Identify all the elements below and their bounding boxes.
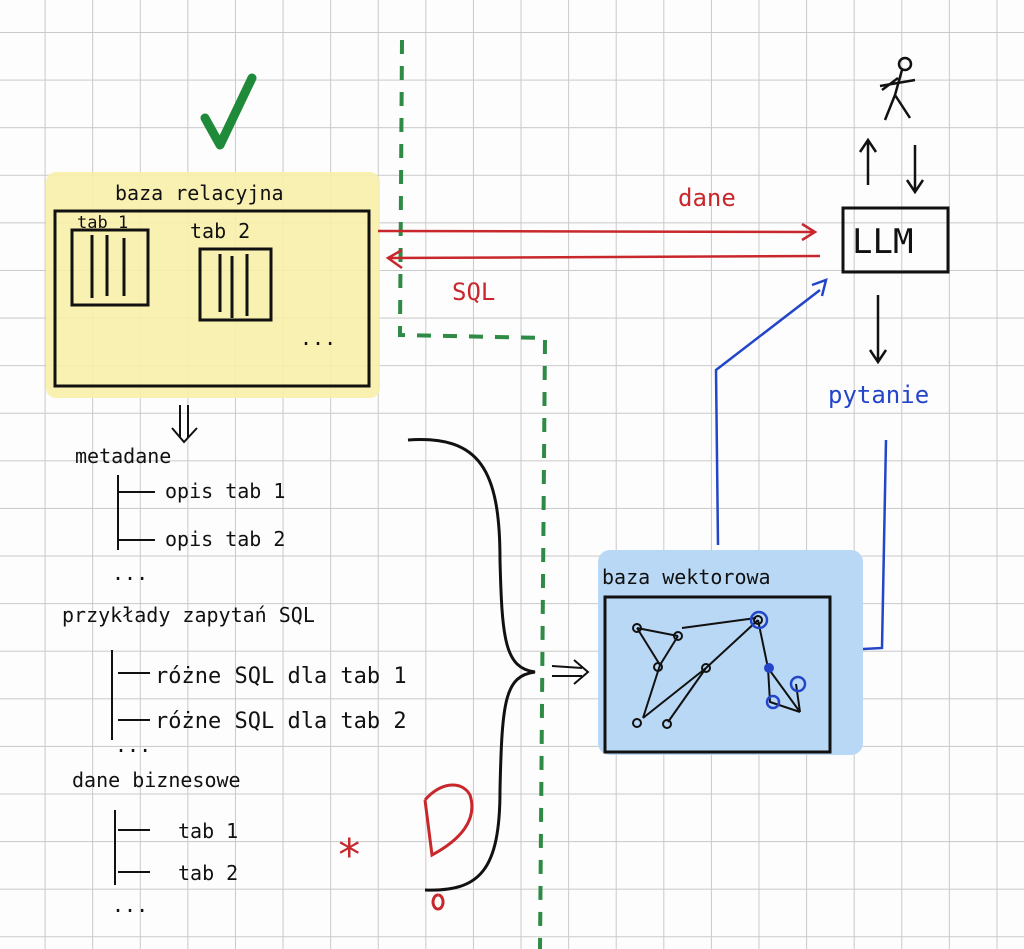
relational-database: baza relacyjna tab 1 tab 2 ... bbox=[46, 172, 380, 398]
data-arrow bbox=[377, 222, 818, 242]
boundary-dashed-line bbox=[397, 39, 548, 949]
table1-icon bbox=[70, 228, 150, 307]
more-tables: ... bbox=[300, 326, 336, 350]
metadata-item: opis tab 2 bbox=[165, 527, 285, 551]
sql-arrow bbox=[385, 248, 821, 270]
vector-database: baza wektorowa bbox=[598, 550, 863, 755]
asterisk-annotation: * bbox=[336, 830, 363, 881]
llm-box bbox=[841, 206, 950, 274]
data-arrow-label: dane bbox=[678, 184, 736, 212]
table2-icon bbox=[198, 247, 273, 322]
metadata-title: metadane bbox=[75, 444, 171, 468]
sql-arrow-label: SQL bbox=[452, 278, 495, 306]
user-icon bbox=[879, 56, 916, 121]
down-double-arrow bbox=[171, 405, 198, 444]
sql-examples-more: ... bbox=[115, 733, 151, 757]
check-icon bbox=[200, 73, 257, 150]
llm-label: LLM bbox=[852, 222, 913, 262]
question-label: pytanie bbox=[828, 381, 929, 409]
business-data-more: ... bbox=[112, 893, 148, 917]
metadata-more: ... bbox=[112, 561, 148, 585]
sql-examples-item: różne SQL dla tab 2 bbox=[155, 709, 407, 734]
llm-to-question-arrow bbox=[868, 295, 888, 365]
sql-examples-item: różne SQL dla tab 1 bbox=[155, 664, 407, 689]
business-data-item: tab 1 bbox=[178, 819, 238, 843]
table1-label: tab 1 bbox=[77, 213, 128, 233]
curly-brace bbox=[407, 438, 536, 892]
sql-examples-title: przykłady zapytań SQL bbox=[62, 603, 315, 627]
relational-db-title: baza relacyjna bbox=[115, 181, 284, 205]
business-data-item: tab 2 bbox=[178, 861, 238, 885]
vector-to-llm-arrow bbox=[714, 278, 828, 546]
business-data-title: dane biznesowe bbox=[72, 768, 241, 792]
up-arrow bbox=[858, 137, 878, 185]
highlight bbox=[46, 172, 380, 398]
metadata-item: opis tab 1 bbox=[165, 479, 285, 503]
double-arrow-to-vector-db bbox=[551, 659, 590, 685]
vector-db-title: baza wektorowa bbox=[602, 565, 771, 589]
down-arrow bbox=[905, 145, 925, 195]
table2-label: tab 2 bbox=[190, 219, 250, 243]
warning-icon bbox=[423, 783, 474, 911]
